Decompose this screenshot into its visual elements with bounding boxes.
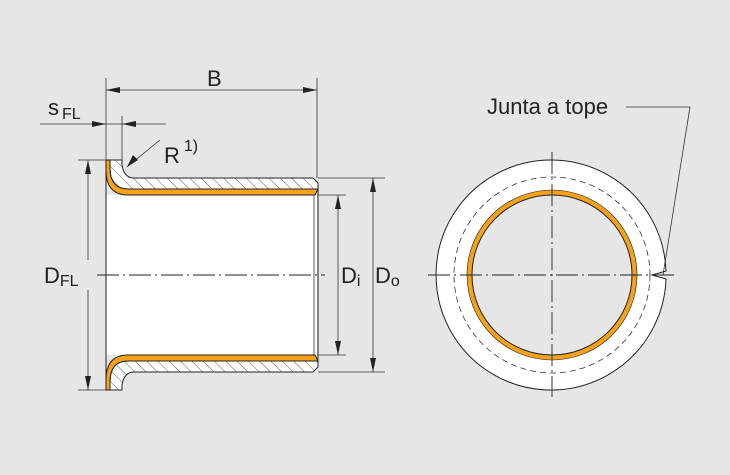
- steel-back-bottom: [109, 360, 319, 391]
- front-view: Junta a tope: [428, 94, 691, 397]
- butt-joint-leader: [626, 106, 691, 276]
- flange-hidden-circle: [453, 176, 651, 374]
- dim-DFL-label: DFL: [44, 263, 79, 290]
- butt-joint-label: Junta a tope: [487, 94, 608, 119]
- dim-Di-label: Di: [341, 263, 360, 290]
- dim-B-label: B: [207, 66, 222, 91]
- steel-back-top: [109, 159, 319, 190]
- section-view: [97, 159, 325, 391]
- dim-Do-label: Do: [375, 263, 400, 290]
